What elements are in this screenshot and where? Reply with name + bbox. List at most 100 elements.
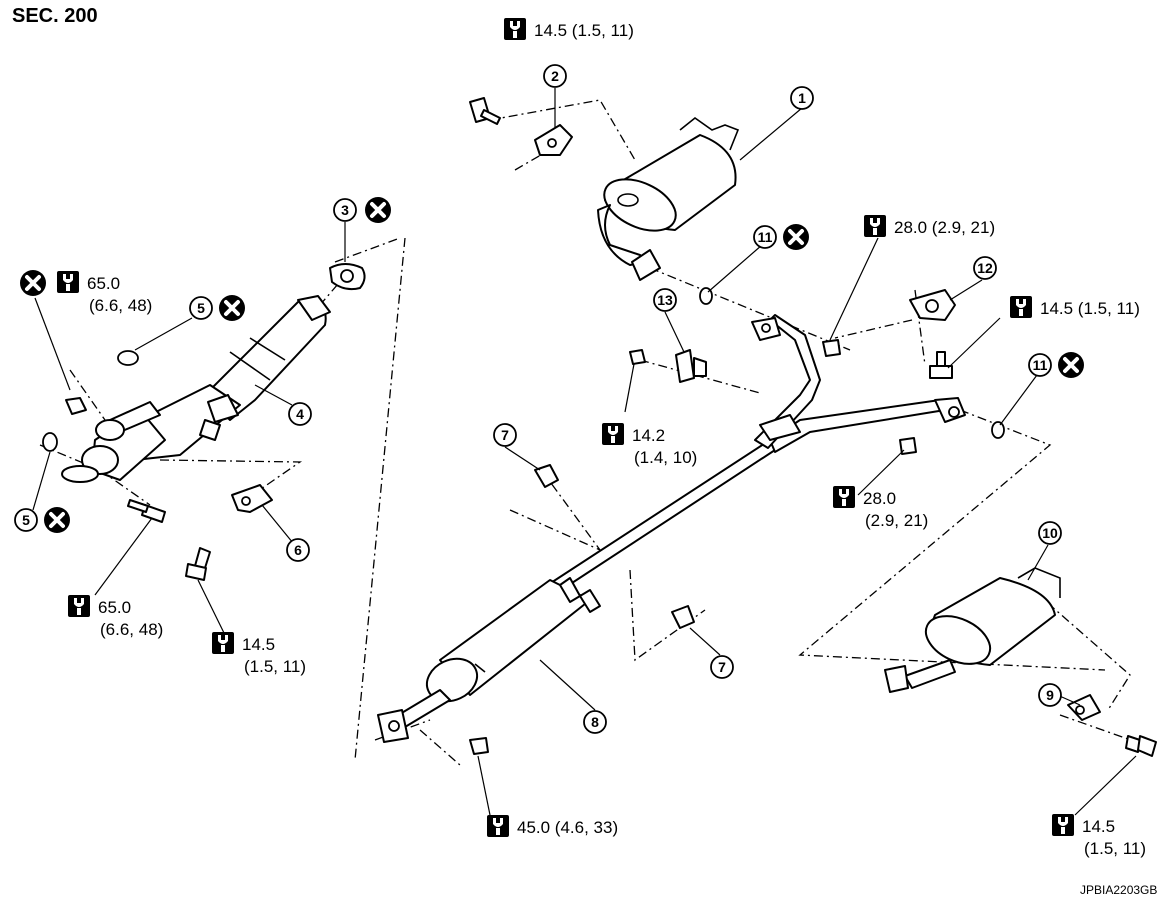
torque-spec: 14.5 (1.5, 11) bbox=[1052, 814, 1146, 858]
center-muffler-8 bbox=[377, 577, 601, 743]
rubber-mount-7-lower bbox=[671, 605, 695, 629]
callout-12: 12 bbox=[973, 256, 997, 280]
ring-5-lower bbox=[42, 432, 58, 452]
torque-wrench-icon bbox=[68, 595, 90, 617]
callout-10: 10 bbox=[1038, 521, 1062, 545]
torque-value: 65.0 bbox=[87, 274, 120, 293]
torque-spec: 65.0 (6.6, 48) bbox=[57, 271, 152, 315]
do-not-reuse-icon bbox=[365, 197, 391, 223]
callout-7: 7 bbox=[493, 423, 517, 447]
torque-wrench-icon bbox=[1010, 296, 1032, 318]
torque-spec: 14.5 (1.5, 11) bbox=[504, 18, 634, 40]
torque-value: 65.0 bbox=[98, 598, 131, 617]
callout-number: 11 bbox=[758, 229, 773, 245]
torque-value: 45.0 (4.6, 33) bbox=[517, 818, 618, 837]
torque-spec: 28.0 (2.9, 21) bbox=[864, 215, 995, 237]
nut-hanger bbox=[629, 349, 646, 365]
callout-number: 3 bbox=[341, 202, 349, 218]
callout-7: 7 bbox=[710, 655, 734, 679]
torque-spec: 28.0(2.9, 21) bbox=[833, 486, 928, 530]
torque-conversion: (1.5, 11) bbox=[1084, 839, 1146, 858]
do-not-reuse-icon bbox=[44, 507, 70, 533]
callout-number: 8 bbox=[591, 714, 599, 730]
bolt-bracket bbox=[185, 547, 211, 581]
torque-wrench-icon bbox=[212, 632, 234, 654]
torque-value: 14.2 bbox=[632, 426, 665, 445]
torque-conversion: (1.4, 10) bbox=[634, 448, 697, 467]
callout-number: 7 bbox=[501, 427, 509, 443]
torque-wrench-icon bbox=[504, 18, 526, 40]
gasket-3 bbox=[329, 263, 366, 291]
callout-2: 2 bbox=[543, 64, 567, 88]
callout-3: 3 bbox=[333, 197, 391, 223]
torque-spec: 45.0 (4.6, 33) bbox=[487, 815, 618, 837]
center-pipe bbox=[539, 314, 966, 601]
callout-number: 12 bbox=[977, 260, 993, 276]
bracket-2 bbox=[534, 124, 573, 156]
bolt-rear bbox=[1125, 735, 1157, 757]
hanger-13 bbox=[675, 349, 707, 383]
ring-11-upper bbox=[699, 287, 713, 305]
callout-6: 6 bbox=[286, 538, 310, 562]
callout-8: 8 bbox=[583, 710, 607, 734]
bolt-front-lower bbox=[127, 499, 166, 523]
callout-number: 6 bbox=[294, 542, 302, 558]
figure-id: JPBIA2203GB bbox=[1080, 883, 1157, 897]
nut-front bbox=[65, 397, 87, 415]
torque-wrench-icon bbox=[833, 486, 855, 508]
callout-number: 7 bbox=[718, 659, 726, 675]
callout-1: 1 bbox=[790, 86, 814, 110]
torque-conversion: (2.9, 21) bbox=[865, 511, 928, 530]
section-label: SEC. 200 bbox=[12, 5, 98, 27]
torque-wrench-icon bbox=[1052, 814, 1074, 836]
torque-value: 28.0 (2.9, 21) bbox=[894, 218, 995, 237]
torque-spec: 65.0 (6.6, 48) bbox=[68, 595, 163, 639]
callout-13: 13 bbox=[653, 288, 677, 312]
torque-conversion: (6.6, 48) bbox=[89, 296, 152, 315]
torque-spec: 14.5(1.5, 11) bbox=[212, 632, 306, 676]
torque-wrench-icon bbox=[602, 423, 624, 445]
leader-lines bbox=[32, 88, 1137, 816]
callout-5: 5 bbox=[189, 295, 245, 321]
torque-conversion: (6.6, 48) bbox=[100, 620, 163, 639]
do-not-reuse-icon bbox=[1058, 352, 1084, 378]
torque-wrench-icon bbox=[57, 271, 79, 293]
bolt-muffler bbox=[469, 97, 501, 125]
do-not-reuse-icon bbox=[20, 270, 46, 296]
ring-5-upper bbox=[117, 350, 139, 366]
torque-spec: 14.5 (1.5, 11) bbox=[1010, 296, 1140, 318]
bolt-clamp bbox=[929, 351, 953, 379]
callout-number: 5 bbox=[22, 512, 30, 528]
front-tube-catalyst bbox=[61, 295, 331, 483]
callout-number: 1 bbox=[798, 90, 806, 106]
bracket-9 bbox=[1067, 694, 1101, 721]
callout-number: 2 bbox=[551, 68, 559, 84]
nut-center bbox=[469, 737, 489, 755]
do-not-reuse-icon bbox=[783, 224, 809, 250]
main-muffler-upper bbox=[597, 116, 740, 281]
torque-wrench-icon bbox=[864, 215, 886, 237]
callout-number: 10 bbox=[1042, 525, 1058, 541]
callout-9: 9 bbox=[1038, 683, 1062, 707]
callout-4: 4 bbox=[288, 402, 312, 426]
callout-5: 5 bbox=[14, 507, 70, 533]
callout-11: 11 bbox=[753, 224, 809, 250]
callout-number: 9 bbox=[1046, 687, 1054, 703]
torque-value: 14.5 (1.5, 11) bbox=[1040, 299, 1140, 318]
ring-11-lower bbox=[991, 421, 1005, 439]
torque-value: 14.5 bbox=[1082, 817, 1115, 836]
torque-spec: 14.2 (1.4, 10) bbox=[602, 423, 697, 467]
do-not-reuse-icon bbox=[219, 295, 245, 321]
main-muffler-lower bbox=[884, 567, 1061, 693]
bracket-6 bbox=[231, 484, 273, 513]
clamp-12 bbox=[909, 289, 956, 321]
torque-value: 14.5 bbox=[242, 635, 275, 654]
torque-wrench-icon bbox=[487, 815, 509, 837]
callout-11: 11 bbox=[1028, 352, 1084, 378]
callout-number: 13 bbox=[657, 292, 673, 308]
torque-value: 14.5 (1.5, 11) bbox=[534, 21, 634, 40]
torque-layer: 14.5 (1.5, 11) 65.0 (6.6, 48) 65.0 (6.6, 48)… bbox=[57, 18, 1146, 858]
nut-right bbox=[822, 339, 841, 357]
